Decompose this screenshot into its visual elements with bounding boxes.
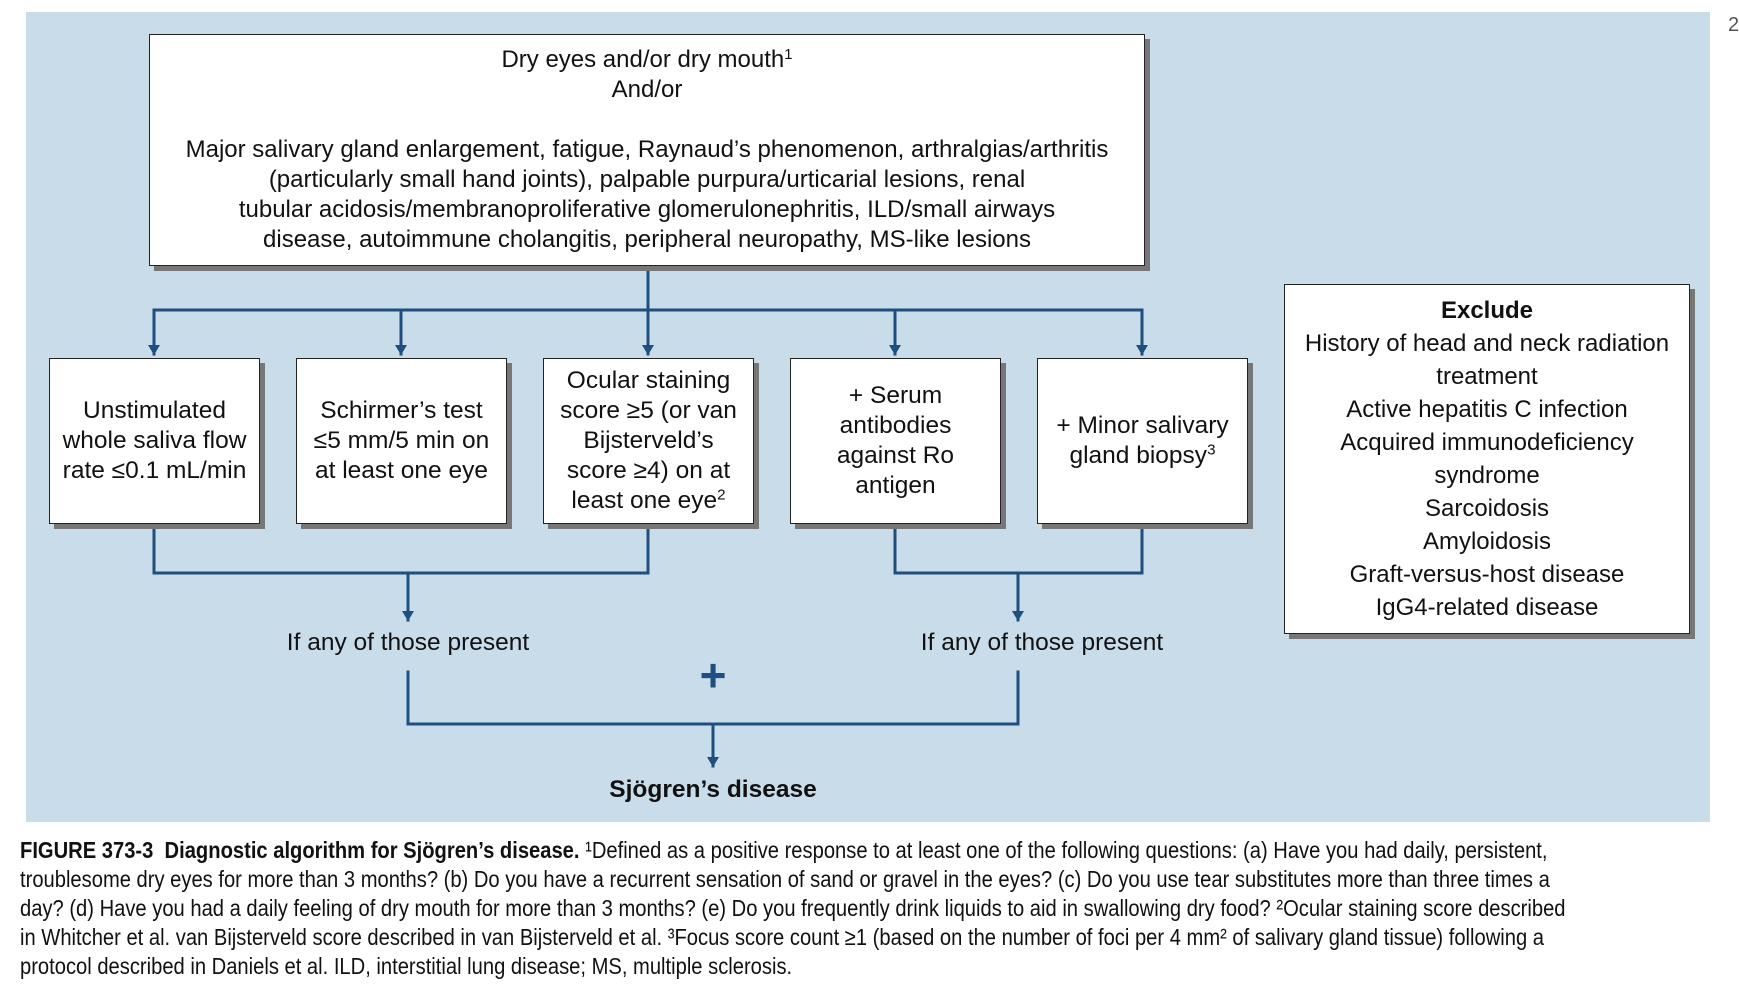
figure-label: FIGURE 373-3 (20, 837, 154, 863)
criterion-schirmer-box: Schirmer’s test ≤5 mm/5 min on at least … (296, 358, 507, 524)
criterion-line: least one eye2 (571, 486, 726, 514)
exclusion-item: Active hepatitis C infection (1346, 396, 1628, 423)
criterion-ocular-staining-box: Ocular staining score ≥5 (or van Bijster… (543, 358, 754, 524)
exclusion-item: Acquired immunodeficiency (1340, 429, 1634, 456)
symptom-detail: Major salivary gland enlargement, fatigu… (185, 136, 1109, 163)
criterion-line: against Ro (836, 442, 955, 469)
criterion-line: Schirmer’s test (320, 397, 483, 424)
exclusion-item: treatment (1436, 363, 1538, 390)
figure-title: Diagnostic algorithm for Sjögren’s disea… (164, 837, 580, 863)
plus-icon: + (699, 649, 727, 701)
criterion-line: at least one eye (315, 457, 488, 484)
criterion-line: antibodies (839, 412, 952, 439)
criterion-line: Bijsterveld’s (583, 427, 714, 454)
exclusion-item: syndrome (1434, 462, 1540, 489)
caption-line: FIGURE 373-3 Diagnostic algorithm for Sj… (20, 837, 1548, 863)
criterion-line: rate ≤0.1 mL/min (62, 457, 247, 484)
spacer (644, 105, 651, 135)
criterion-line: Unstimulated (83, 397, 226, 424)
page-number: 2 (1728, 14, 1739, 36)
exclusion-item: IgG4-related disease (1375, 594, 1599, 621)
exclusion-item: Sarcoidosis (1424, 495, 1550, 522)
right-group-bracket (893, 522, 1144, 575)
exclusion-item: History of head and neck radiation (1304, 330, 1670, 357)
criterion-line: score ≥4) on at (566, 457, 731, 484)
left-group-bracket (152, 522, 650, 575)
caption-line: in Whitcher et al. van Bijsterveld score… (20, 924, 1544, 950)
symptom-detail: disease, autoimmune cholangitis, periphe… (263, 226, 1031, 253)
right-group-condition-label: If any of those present (920, 629, 1164, 656)
caption-line: troublesome dry eyes for more than 3 mon… (20, 866, 1550, 892)
criterion-serum-antibodies-box: + Serum antibodies against Ro antigen (790, 358, 1001, 524)
exclusion-item: Graft-versus-host disease (1349, 561, 1625, 588)
exclusion-item: Amyloidosis (1422, 528, 1552, 555)
symptom-line-1: Dry eyes and/or dry mouth1 (501, 46, 793, 73)
symptom-line-2: And/or (611, 76, 683, 103)
figure-caption: FIGURE 373-3 Diagnostic algorithm for Sj… (20, 836, 1720, 981)
criterion-biopsy-box: + Minor salivary gland biopsy3 (1037, 358, 1248, 524)
exclusion-title: Exclude (1440, 297, 1534, 324)
symptom-detail: (particularly small hand joints), palpab… (268, 166, 1026, 193)
criterion-line: antigen (855, 472, 936, 499)
criterion-line: Ocular staining (566, 367, 731, 394)
exclusion-box: Exclude History of head and neck radiati… (1284, 284, 1690, 634)
criterion-line: whole saliva flow (62, 427, 247, 454)
caption-line: day? (d) Have you had a daily feeling of… (20, 895, 1566, 921)
left-group-condition-label: If any of those present (286, 629, 530, 656)
symptom-detail: tubular acidosis/membranoproliferative g… (238, 196, 1056, 223)
criterion-line: + Serum (848, 382, 943, 409)
criterion-line: + Minor salivary (1056, 412, 1229, 439)
criterion-line: ≤5 mm/5 min on (313, 427, 490, 454)
presenting-symptoms-box: Dry eyes and/or dry mouth1 And/or Major … (149, 34, 1145, 266)
criterion-line: gland biopsy3 (1069, 441, 1216, 469)
diagnosis-result-label: Sjögren’s disease (609, 776, 817, 803)
criterion-saliva-flow-box: Unstimulated whole saliva flow rate ≤0.1… (49, 358, 260, 524)
criterion-line: score ≥5 (or van (560, 397, 737, 424)
caption-line: protocol described in Daniels et al. ILD… (20, 953, 793, 979)
